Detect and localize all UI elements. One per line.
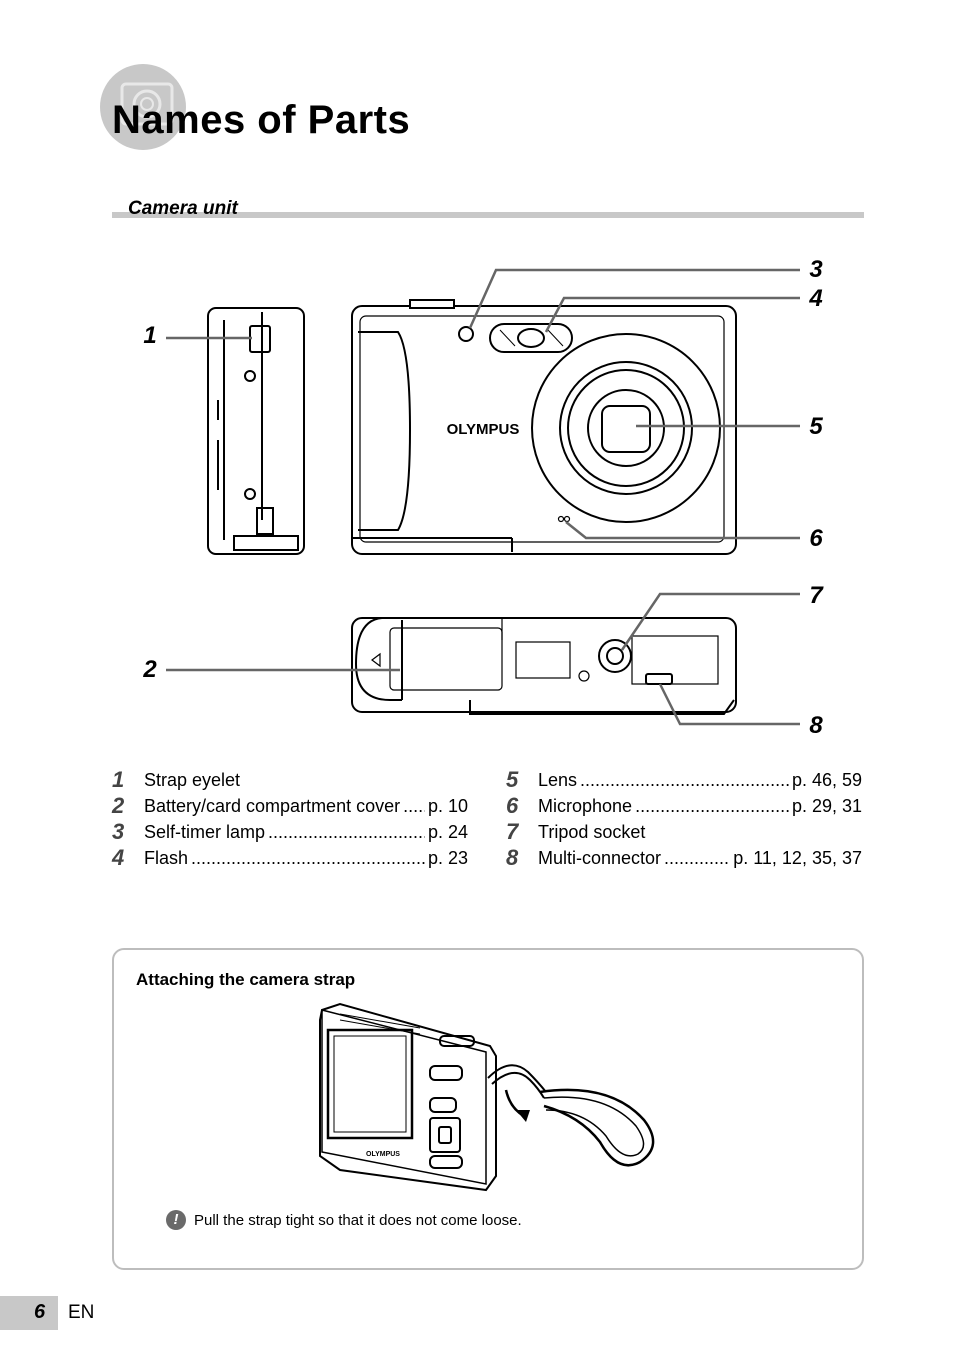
page-language: EN [68,1302,95,1323]
part-number: 2 [112,793,125,818]
callout-6: 6 [809,525,823,552]
dot-leader [664,848,730,869]
part-name: Strap eyelet [144,769,241,790]
camera-strap-illustration: OLYMPUS [319,1002,655,1192]
part-name: Battery/card compartment cover [144,795,401,816]
dot-leader [268,822,425,843]
dot-leader [635,796,789,817]
part-name: Tripod socket [538,821,646,842]
list-item: 7 Tripod socket [506,819,862,845]
list-item: 6 Microphone p. 29, 31 [506,793,862,819]
callout-2: 2 [143,656,157,683]
dot-leader [580,770,789,791]
callout-1: 1 [143,322,157,349]
part-name: Microphone [538,795,633,816]
part-page-ref: p. 10 [427,795,468,816]
part-number: 7 [506,819,519,844]
callout-8: 8 [809,712,823,739]
part-name: Multi-connector [538,847,662,868]
strap-note: Pull the strap tight so that it does not… [194,1212,522,1229]
part-page-ref: p. 29, 31 [791,795,862,816]
part-page-ref: p. 11, 12, 35, 37 [733,847,862,868]
parts-list-right: 5 Lens p. 46, 59 6 Microphone p. 29, 31 … [506,767,862,871]
page-number: 6 [34,1301,46,1323]
list-item: 5 Lens p. 46, 59 [506,767,862,793]
list-item: 1 Strap eyelet [112,767,468,793]
camera-front-view [351,299,737,555]
part-page-ref: p. 24 [427,821,468,842]
camera-parts-diagram: OLYMPUS [166,268,800,726]
part-number: 3 [112,819,125,844]
section-divider [112,212,864,218]
part-page-ref: p. 46, 59 [791,769,862,790]
callout-4: 4 [809,285,823,312]
part-number: 4 [112,845,125,870]
list-item: 2 Battery/card compartment cover p. 10 [112,793,468,819]
strap-illustration-brand: OLYMPUS [366,1151,400,1158]
callout-5: 5 [809,413,823,440]
page-number-tab [0,1296,58,1330]
callout-leader-lines [166,268,800,726]
part-name: Lens [538,769,578,790]
part-number: 6 [506,793,519,818]
section-title: Camera unit [128,198,238,219]
brand-logo: OLYMPUS [447,421,520,438]
title-camera-badge-icon [100,64,186,150]
strap-box-title: Attaching the camera strap [136,970,356,989]
strap-info-box [112,948,864,1270]
part-number: 8 [506,845,519,870]
part-name: Self-timer lamp [144,821,266,842]
dot-leader [403,796,425,817]
list-item: 8 Multi-connector p. 11, 12, 35, 37 [506,845,862,871]
parts-list-left: 1 Strap eyelet 2 Battery/card compartmen… [112,767,468,871]
camera-bottom-view [351,617,737,715]
list-item: 3 Self-timer lamp p. 24 [112,819,468,845]
part-page-ref: p. 23 [427,847,468,868]
part-name: Flash [144,847,189,868]
part-number: 1 [112,767,125,792]
callout-3: 3 [809,256,823,283]
page-title: Names of Parts [112,98,411,142]
dot-leader [191,848,425,869]
part-number: 5 [506,767,519,792]
camera-side-view [207,307,305,555]
list-item: 4 Flash p. 23 [112,845,468,871]
caution-icon: ! [166,1210,186,1230]
callout-7: 7 [809,582,823,609]
